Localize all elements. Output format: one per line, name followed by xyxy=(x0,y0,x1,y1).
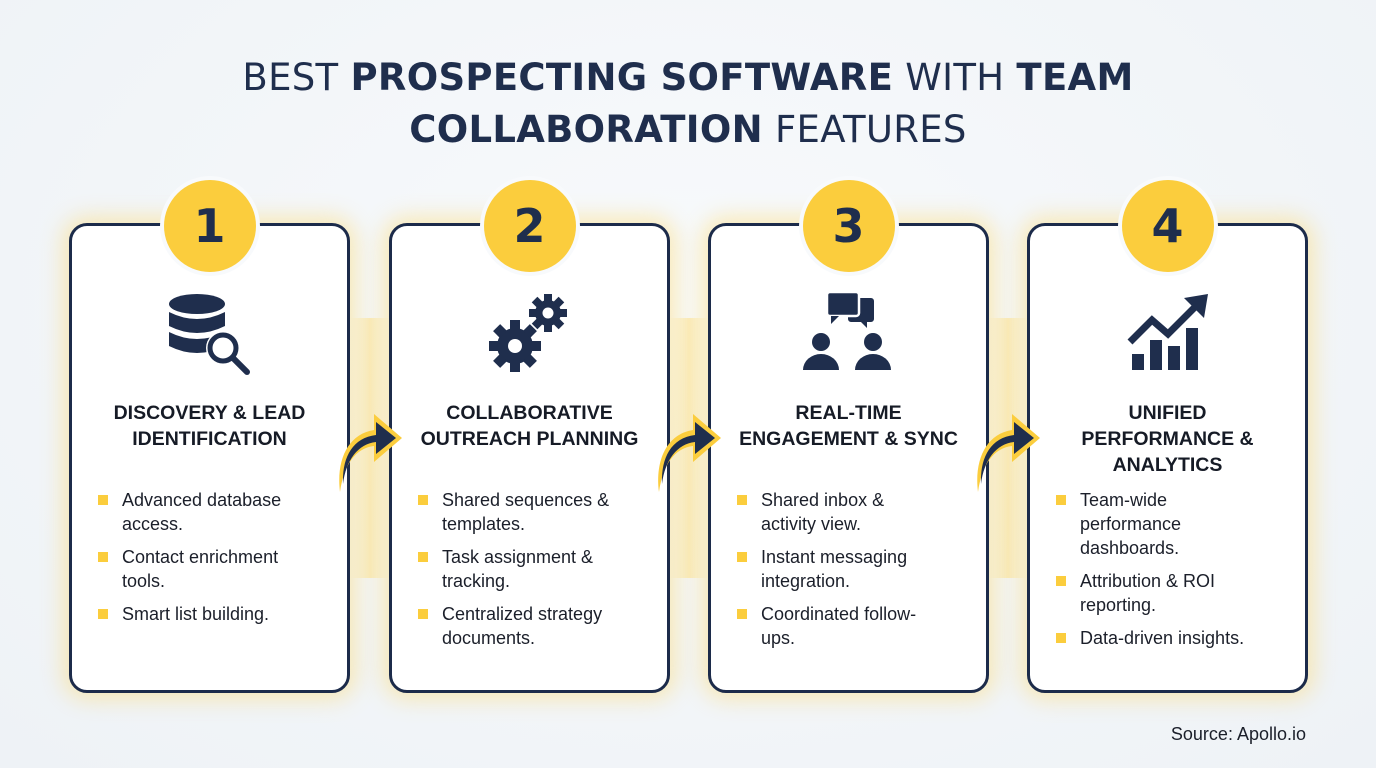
bullet-square-icon xyxy=(98,495,108,505)
feature-item: Team-wide performance dashboards. xyxy=(1056,488,1291,560)
page-title: BEST PROSPECTING SOFTWARE WITH TEAM COLL… xyxy=(0,52,1376,156)
bullet-square-icon xyxy=(418,609,428,619)
bullet-square-icon xyxy=(737,495,747,505)
feature-item: Smart list building. xyxy=(98,602,333,626)
bullet-square-icon xyxy=(98,552,108,562)
feature-item: Shared sequences & templates. xyxy=(418,488,653,536)
bullet-square-icon xyxy=(418,495,428,505)
bullet-square-icon xyxy=(418,552,428,562)
feature-list: Shared inbox & activity view. Instant me… xyxy=(737,488,972,659)
bullet-square-icon xyxy=(98,609,108,619)
feature-item: Advanced database access. xyxy=(98,488,333,536)
step-number-badge: 3 xyxy=(802,180,895,272)
step-title: REAL-TIME ENGAGEMENT & SYNC xyxy=(739,402,958,450)
title-line-1: BEST PROSPECTING SOFTWARE WITH TEAM xyxy=(0,52,1376,104)
step-card-3: 3 REAL-TIME ENGAGEMENT & SYNC Shared inb… xyxy=(708,180,989,693)
database-search-icon xyxy=(168,294,250,375)
bullet-square-icon xyxy=(737,609,747,619)
step-card-2: 2 xyxy=(389,180,670,693)
feature-item: Shared inbox & activity view. xyxy=(737,488,972,536)
feature-item: Instant messaging integration. xyxy=(737,545,972,593)
step-title: COLLABORATIVE OUTREACH PLANNING xyxy=(420,402,639,450)
feature-item: Data-driven insights. xyxy=(1056,626,1291,650)
step-card-1: 1 DISCOVERY & LEAD IDENTIFICATION Advanc… xyxy=(69,180,350,693)
step-number-badge: 1 xyxy=(163,180,256,272)
feature-item: Task assignment & tracking. xyxy=(418,545,653,593)
feature-item: Coordinated follow- ups. xyxy=(737,602,972,650)
feature-item: Centralized strategy documents. xyxy=(418,602,653,650)
step-number-badge: 4 xyxy=(1121,180,1214,272)
growth-chart-icon xyxy=(1127,294,1208,370)
curved-arrow-icon xyxy=(977,414,1040,492)
title-line-2: COLLABORATION FEATURES xyxy=(0,104,1376,156)
feature-item: Contact enrichment tools. xyxy=(98,545,333,593)
curved-arrow-icon xyxy=(658,414,721,492)
title-text: FEATURES xyxy=(762,108,967,151)
bullet-square-icon xyxy=(1056,495,1066,505)
step-number-badge: 2 xyxy=(483,180,576,272)
step-title: UNIFIED PERFORMANCE & ANALYTICS xyxy=(1081,402,1254,476)
gears-icon xyxy=(488,294,567,372)
bullet-square-icon xyxy=(737,552,747,562)
bullet-square-icon xyxy=(1056,576,1066,586)
title-text: WITH xyxy=(893,56,1017,99)
feature-list: Advanced database access. Contact enrich… xyxy=(98,488,333,635)
feature-list: Team-wide performance dashboards. Attrib… xyxy=(1056,488,1291,659)
title-text-bold: COLLABORATION xyxy=(409,108,763,151)
feature-list: Shared sequences & templates. Task assig… xyxy=(418,488,653,659)
source-credit: Source: Apollo.io xyxy=(1170,724,1306,744)
bullet-square-icon xyxy=(1056,633,1066,643)
step-title: DISCOVERY & LEAD IDENTIFICATION xyxy=(113,402,306,450)
team-chat-icon xyxy=(802,292,891,370)
title-text: BEST xyxy=(242,56,351,99)
title-text-bold: PROSPECTING SOFTWARE xyxy=(350,56,894,99)
title-text-bold: TEAM xyxy=(1016,56,1134,99)
curved-arrow-icon xyxy=(339,414,402,492)
feature-item: Attribution & ROI reporting. xyxy=(1056,569,1291,617)
step-card-4: 4 UNIFIED PERFORMANCE & ANALYTICS Team-w… xyxy=(1027,180,1308,693)
